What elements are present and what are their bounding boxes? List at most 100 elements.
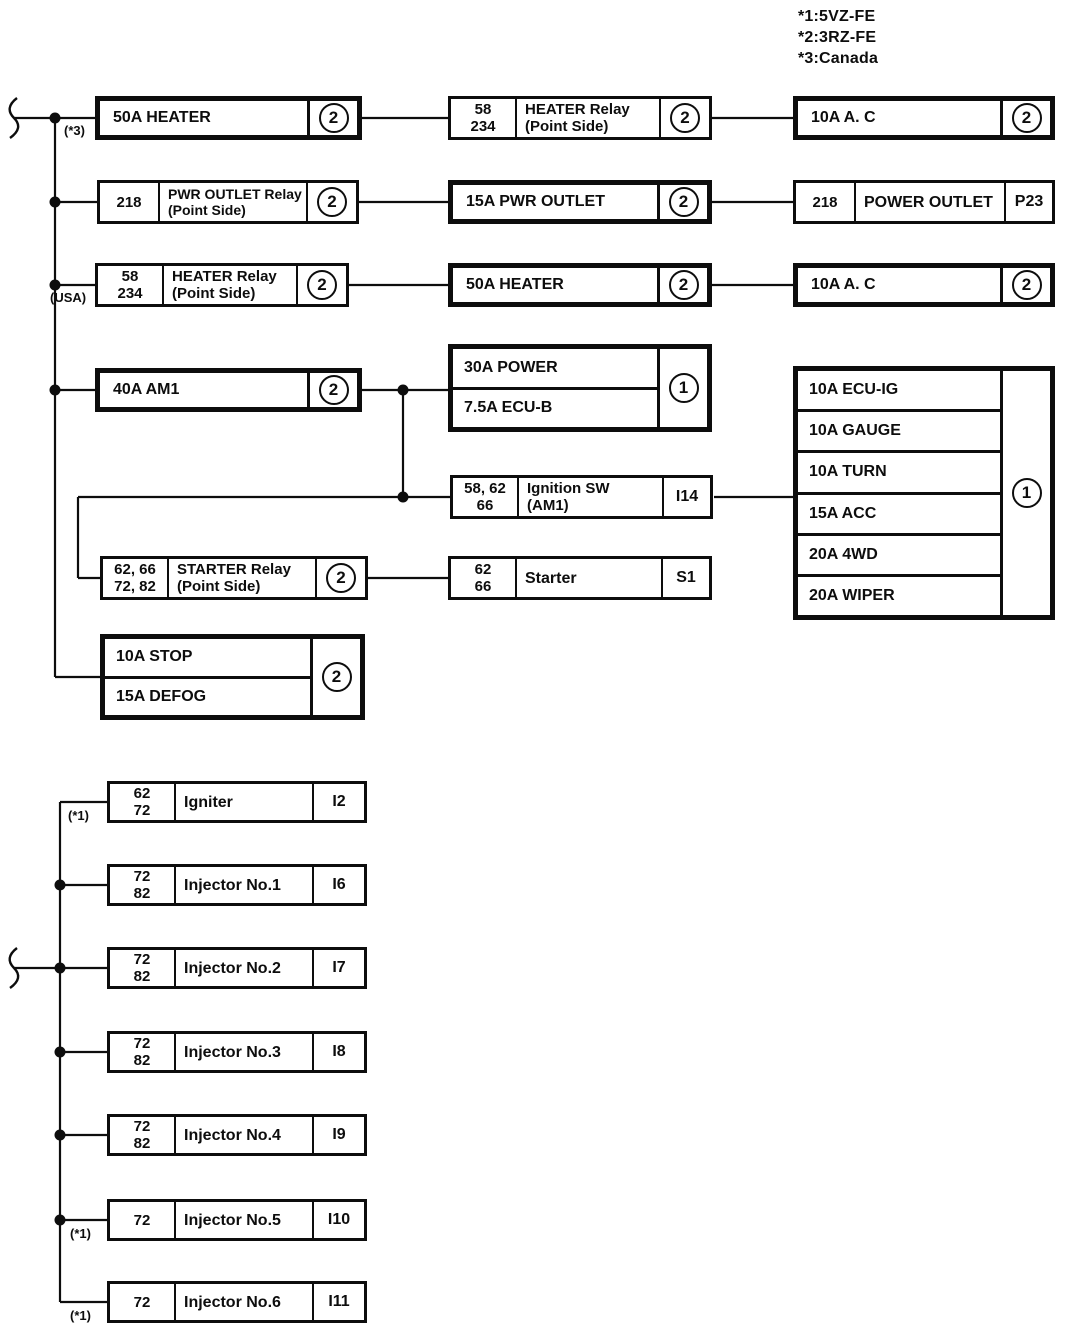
variant-badge-cell: 2 xyxy=(306,183,356,221)
wire-ref-line2: 82 xyxy=(133,885,151,902)
relay-name-cell: STARTER Relay (Point Side) xyxy=(169,559,315,597)
connector-box-injector-4: 72 82 Injector No.4 I9 xyxy=(107,1114,367,1156)
fuse-box-10a-ac-top: 10A A. C 2 xyxy=(793,96,1055,140)
note-star3: (*3) xyxy=(64,123,85,138)
wire-ref-line1: 72 xyxy=(133,1035,151,1052)
connector-name-line1: Ignition SW xyxy=(527,480,610,497)
wire-ref-line2: 82 xyxy=(133,1052,151,1069)
wire-ref-line1: 72 xyxy=(133,951,151,968)
connector-box-injector-1: 72 82 Injector No.1 I6 xyxy=(107,864,367,906)
fuse-group-stop-defog: 10A STOP 15A DEFOG 2 xyxy=(100,634,365,720)
fuse-label: 10A A. C xyxy=(811,276,876,293)
connector-name-cell: Ignition SW (AM1) xyxy=(519,478,662,516)
relay-name-cell: HEATER Relay (Point Side) xyxy=(517,99,659,137)
relay-name-line2: (Point Side) xyxy=(177,578,261,595)
connector-code-cell: I14 xyxy=(662,478,710,516)
fuse-box-50a-heater-mid: 50A HEATER 2 xyxy=(448,263,712,307)
wire-ref-cell: 218 xyxy=(796,183,856,221)
variant-badge-cell: 2 xyxy=(657,185,707,219)
wire-ref-line2: 72, 82 xyxy=(114,578,156,595)
connector-code-cell: S1 xyxy=(661,559,709,597)
wire-ref-cell: 72 82 xyxy=(110,1117,176,1153)
relay-box-starter-relay: 62, 66 72, 82 STARTER Relay (Point Side)… xyxy=(100,556,368,600)
fuse-label: 10A GAUGE xyxy=(798,412,1000,454)
note-usa: (USA) xyxy=(50,290,87,305)
wire-ref-line2: 234 xyxy=(470,118,496,135)
fuse-label: 50A HEATER xyxy=(466,276,564,293)
connector-code-cell: I6 xyxy=(312,867,364,903)
connector-code-cell: I10 xyxy=(312,1202,364,1238)
fuse-label: 20A 4WD xyxy=(798,536,1000,577)
connector-code-cell: I2 xyxy=(312,784,364,820)
fuse-group-rows: 30A POWER 7.5A ECU-B xyxy=(453,349,657,427)
variant-badge-2: 2 xyxy=(326,563,356,593)
fuse-label: 10A ECU-IG xyxy=(798,371,1000,413)
fuse-label: 7.5A ECU-B xyxy=(464,399,553,417)
fuse-label: 50A HEATER xyxy=(113,109,211,126)
connector-code-cell: I11 xyxy=(312,1284,364,1320)
connector-box-injector-2: 72 82 Injector No.2 I7 xyxy=(107,947,367,989)
variant-badge-2: 2 xyxy=(668,187,699,217)
wire-ref-line1: 72 xyxy=(133,1211,151,1229)
wire-ref-cell: 218 xyxy=(100,183,160,221)
wire-ref-line1: 72 xyxy=(133,1293,151,1311)
variant-badge-2: 2 xyxy=(670,103,700,133)
connector-box-injector-3: 72 82 Injector No.3 I8 xyxy=(107,1031,367,1073)
variant-badge-2: 2 xyxy=(668,270,699,300)
fuse-label: 10A A. C xyxy=(811,109,876,126)
wire-ref-line1: 62 xyxy=(474,561,492,578)
wire-ref-cell: 58, 62 66 xyxy=(453,478,519,516)
connector-box-ignition-sw: 58, 62 66 Ignition SW (AM1) I14 xyxy=(450,475,713,519)
legend-item-3: *3:Canada xyxy=(798,50,879,67)
wire-ref-cell: 72 82 xyxy=(110,1034,176,1070)
connector-name-line2: (AM1) xyxy=(527,497,569,514)
wire-ref-cell: 58 234 xyxy=(451,99,517,137)
connector-code-cell: I7 xyxy=(312,950,364,986)
variant-badge-2: 2 xyxy=(318,375,349,405)
engine-variant-legend: *1:5VZ-FE *2:3RZ-FE *3:Canada xyxy=(798,6,878,69)
connector-code-cell: I8 xyxy=(312,1034,364,1070)
wire-ref-line2: 66 xyxy=(476,497,494,514)
wire-ref-cell: 62, 66 72, 82 xyxy=(103,559,169,597)
relay-name-line1: PWR OUTLET Relay xyxy=(168,186,302,202)
relay-name-line1: HEATER Relay xyxy=(172,268,277,285)
wire-ref-line1: 62, 66 xyxy=(114,561,156,578)
variant-badge-1: 1 xyxy=(668,373,699,403)
wire-ref-line1: 218 xyxy=(812,193,838,211)
relay-name-line2: (Point Side) xyxy=(172,285,256,302)
wire-ref-line1: 72 xyxy=(133,1118,151,1135)
variant-badge-2: 2 xyxy=(1011,103,1042,133)
variant-badge-cell: 2 xyxy=(307,101,357,135)
relay-box-heater-relay-top: 58 234 HEATER Relay (Point Side) 2 xyxy=(448,96,712,140)
connector-name-cell: Injector No.3 xyxy=(184,1043,281,1061)
fuse-group-ignition: 10A ECU-IG 10A GAUGE 10A TURN 15A ACC 20… xyxy=(793,366,1055,620)
note-star1-igniter: (*1) xyxy=(68,808,89,823)
variant-badge-2: 2 xyxy=(318,103,349,133)
variant-badge-cell: 1 xyxy=(657,349,707,427)
wire-ref-cell: 72 82 xyxy=(110,867,176,903)
fuse-group-power-ecub: 30A POWER 7.5A ECU-B 1 xyxy=(448,344,712,432)
variant-badge-cell: 2 xyxy=(657,268,707,302)
connector-name-cell: Injector No.1 xyxy=(184,876,281,894)
variant-badge-2: 2 xyxy=(321,662,352,692)
fuse-label: 10A TURN xyxy=(798,453,1000,495)
connector-box-power-outlet: 218 POWER OUTLET P23 xyxy=(793,180,1055,224)
fuse-box-10a-ac-mid: 10A A. C 2 xyxy=(793,263,1055,307)
legend-item-2: *2:3RZ-FE xyxy=(798,29,877,46)
legend-item-1: *1:5VZ-FE xyxy=(798,8,876,25)
variant-badge-2: 2 xyxy=(317,187,347,217)
wire-ref-line2: 82 xyxy=(133,968,151,985)
wire-ref-cell: 58 234 xyxy=(98,266,164,304)
fuse-box-50a-heater-top: 50A HEATER 2 xyxy=(95,96,362,140)
wire-ref-line1: 58 xyxy=(474,101,492,118)
relay-name-line1: HEATER Relay xyxy=(525,101,630,118)
fuse-box-15a-pwr-outlet: 15A PWR OUTLET 2 xyxy=(448,180,712,224)
variant-badge-cell: 2 xyxy=(1000,268,1050,302)
relay-name-cell: HEATER Relay (Point Side) xyxy=(164,266,296,304)
connector-code-cell: I9 xyxy=(312,1117,364,1153)
fuse-group-rows: 10A ECU-IG 10A GAUGE 10A TURN 15A ACC 20… xyxy=(798,371,1000,615)
fuse-label: 40A AM1 xyxy=(113,381,180,398)
fuse-label: 20A WIPER xyxy=(809,586,895,604)
variant-badge-cell: 2 xyxy=(310,639,360,715)
fuse-label: 10A STOP xyxy=(105,639,310,679)
